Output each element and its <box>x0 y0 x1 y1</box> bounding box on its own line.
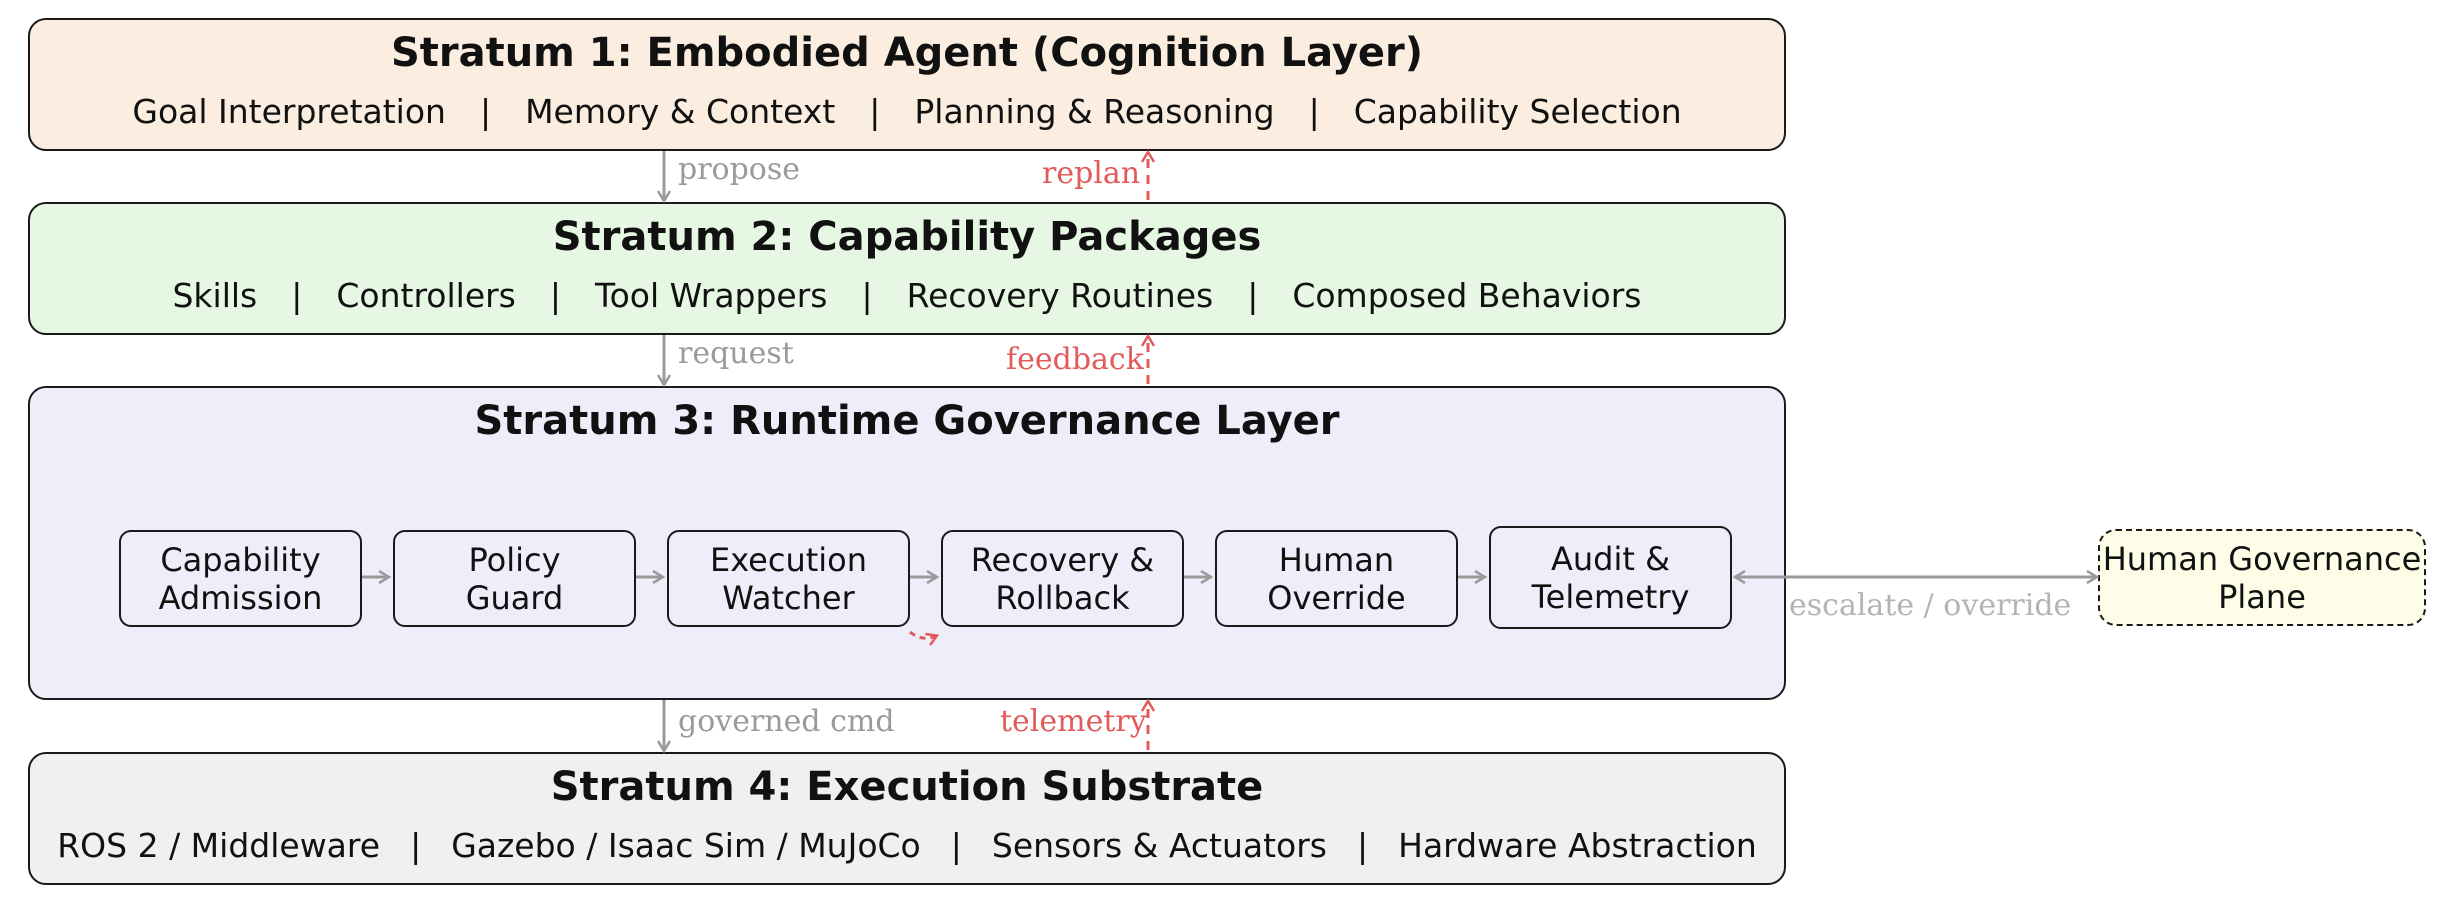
node-label: Execution <box>709 540 868 579</box>
node-label: Guard <box>465 578 564 617</box>
node-label: Plane <box>2218 577 2306 616</box>
node-label: Policy <box>468 540 561 579</box>
item-capability-selection: Capability Selection <box>1353 92 1682 131</box>
separator: | <box>950 826 962 865</box>
node-label: Capability <box>160 540 321 579</box>
item-sensors-actuators: Sensors & Actuators <box>991 826 1327 865</box>
item-tool-wrappers: Tool Wrappers <box>595 276 828 315</box>
request-label: request <box>678 336 794 371</box>
item-ros2-middleware: ROS 2 / Middleware <box>57 826 381 865</box>
node-label: Telemetry <box>1531 577 1690 616</box>
audit-telemetry-node: Audit &Telemetry <box>1489 526 1732 629</box>
stratum-4-items: ROS 2 / Middleware | Gazebo / Isaac Sim … <box>30 826 1784 865</box>
stratum-1-title: Stratum 1: Embodied Agent (Cognition Lay… <box>390 30 1424 76</box>
stratum-1-box: Stratum 1: Embodied Agent (Cognition Lay… <box>28 18 1786 151</box>
separator: | <box>549 276 562 315</box>
recovery-loop-arrow <box>909 630 936 638</box>
node-label: Human <box>1278 540 1395 579</box>
stratum-4-title: Stratum 4: Execution Substrate <box>550 764 1264 810</box>
stratum-2-items: Skills | Controllers | Tool Wrappers | R… <box>30 276 1784 315</box>
item-skills: Skills <box>172 276 258 315</box>
separator: | <box>1247 276 1259 315</box>
stratum-1-items: Goal Interpretation | Memory & Context |… <box>30 92 1784 131</box>
stratum-3-title: Stratum 3: Runtime Governance Layer <box>474 398 1340 444</box>
separator: | <box>869 92 881 131</box>
separator: | <box>1308 92 1320 131</box>
item-composed-behaviors: Composed Behaviors <box>1292 276 1642 315</box>
governed-cmd-label: governed cmd <box>678 704 895 739</box>
recovery-rollback-node: Recovery &Rollback <box>941 530 1184 627</box>
stratum-2-title: Stratum 2: Capability Packages <box>552 214 1262 260</box>
stratum-4-box: Stratum 4: Execution Substrate ROS 2 / M… <box>28 752 1786 885</box>
item-planning-reasoning: Planning & Reasoning <box>914 92 1275 131</box>
separator: | <box>479 92 492 131</box>
item-goal-interpretation: Goal Interpretation <box>132 92 446 131</box>
node-label: Recovery & <box>970 540 1155 579</box>
replan-label: replan <box>1042 156 1141 191</box>
stratum-2-box: Stratum 2: Capability Packages Skills | … <box>28 202 1786 335</box>
telemetry-label: telemetry <box>1000 704 1147 739</box>
node-label: Rollback <box>995 578 1130 617</box>
node-label: Override <box>1267 578 1406 617</box>
item-simulators: Gazebo / Isaac Sim / MuJoCo <box>451 826 921 865</box>
feedback-label: feedback <box>1006 342 1144 377</box>
item-recovery-routines: Recovery Routines <box>906 276 1214 315</box>
node-label: Watcher <box>722 578 855 617</box>
node-label: Audit & <box>1550 539 1671 578</box>
escalate-override-label: escalate / override <box>1789 588 2072 623</box>
node-label: Admission <box>158 578 323 617</box>
propose-label: propose <box>678 152 801 187</box>
separator: | <box>410 826 422 865</box>
item-hardware-abstraction: Hardware Abstraction <box>1398 826 1757 865</box>
item-memory-context: Memory & Context <box>525 92 836 131</box>
separator: | <box>1357 826 1369 865</box>
separator: | <box>291 276 303 315</box>
item-controllers: Controllers <box>336 276 516 315</box>
separator: | <box>861 276 873 315</box>
stratum-3-box: Stratum 3: Runtime Governance Layer Capa… <box>28 386 1786 700</box>
node-label: Human Governance <box>2102 539 2422 578</box>
